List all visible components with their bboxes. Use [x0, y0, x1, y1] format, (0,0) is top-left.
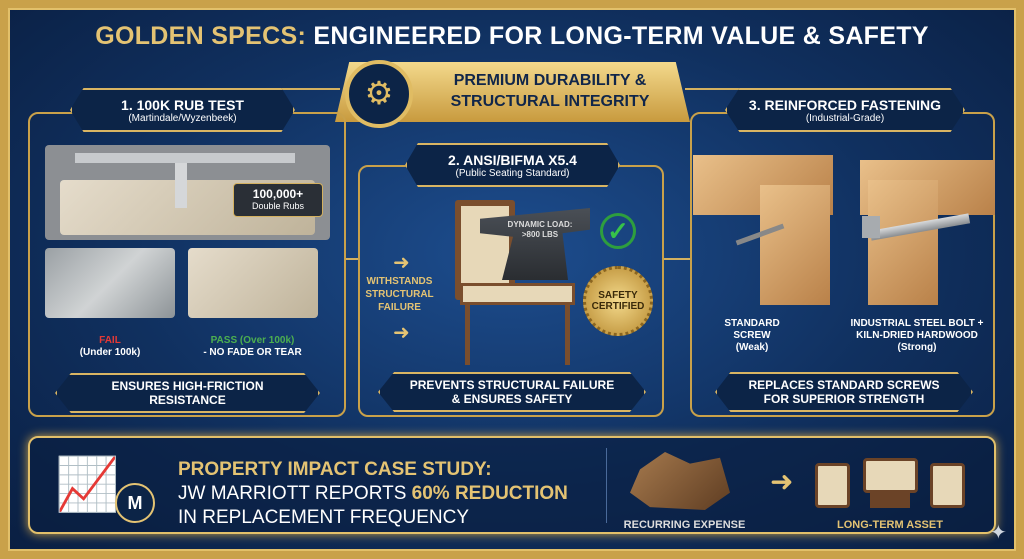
sparkle-icon: ✦ — [990, 522, 1007, 544]
connector-line — [664, 258, 692, 260]
standard-screw-caption: STANDARD SCREW(Weak) — [724, 318, 780, 353]
chair-seat — [460, 283, 575, 305]
rub-machine-image — [45, 145, 330, 240]
anvil-label: DYNAMIC LOAD:>800 LBS — [507, 220, 573, 239]
chair-leg — [465, 305, 470, 365]
checkmark-icon: ✓ — [600, 213, 636, 249]
arrow-right-icon: ➜ — [393, 322, 410, 344]
growth-chart-icon: 📈 — [55, 456, 120, 514]
pass-fabric-image — [188, 248, 318, 318]
steel-bolt-caption: INDUSTRIAL STEEL BOLT + KILN-DRIED HARDW… — [850, 318, 984, 353]
connector-line — [345, 258, 360, 260]
panel2-footer: PREVENTS STRUCTURAL FAILURE & ENSURES SA… — [378, 372, 646, 412]
arrow-right-icon: ➜ — [393, 252, 410, 274]
pass-caption: PASS (Over 100k)- NO FADE OR TEAR — [203, 335, 302, 358]
title-white: ENGINEERED FOR LONG-TERM VALUE & SAFETY — [313, 22, 929, 50]
divider — [606, 448, 607, 523]
withstands-label: WITHSTANDS STRUCTURAL FAILURE — [365, 276, 434, 313]
page-title: GOLDEN SPECS: ENGINEERED FOR LONG-TERM V… — [0, 22, 1024, 51]
arrow-right-icon: ➜ — [770, 466, 794, 497]
panel2-heading: 2. ANSI/BIFMA X5.4(Public Seating Standa… — [405, 143, 620, 187]
wood-post-weak — [760, 185, 830, 305]
connector-line — [685, 88, 745, 90]
gears-icon: ⚙ — [345, 60, 413, 128]
chair-leg — [565, 305, 570, 365]
title-gold: GOLDEN SPECS: — [95, 22, 307, 50]
banner-text: PREMIUM DURABILITY &STRUCTURAL INTEGRITY — [450, 72, 650, 110]
new-furniture-image — [815, 458, 965, 510]
long-term-asset-label: LONG-TERM ASSET — [837, 519, 943, 531]
panel1-footer: ENSURES HIGH-FRICTION RESISTANCE — [55, 373, 320, 413]
fail-fabric-image — [45, 248, 175, 318]
case-study-text: PROPERTY IMPACT CASE STUDY: JW MARRIOTT … — [178, 459, 568, 528]
bolt-head — [862, 216, 880, 238]
marriott-logo: M — [115, 483, 155, 523]
recurring-expense-label: RECURRING EXPENSE — [623, 519, 746, 531]
panel3-heading: 3. REINFORCED FASTENING(Industrial-Grade… — [725, 88, 965, 132]
wood-post-strong — [868, 180, 938, 305]
panel1-heading: 1. 100K RUB TEST(Martindale/Wyzenbeek) — [70, 88, 295, 132]
fail-caption: FAIL(Under 100k) — [79, 335, 141, 358]
safety-certified-seal: SAFETY CERTIFIED — [583, 266, 653, 336]
panel3-footer: REPLACES STANDARD SCREWS FOR SUPERIOR ST… — [715, 372, 973, 412]
connector-line — [280, 88, 340, 90]
double-rubs-badge: 100,000+Double Rubs — [233, 183, 323, 217]
